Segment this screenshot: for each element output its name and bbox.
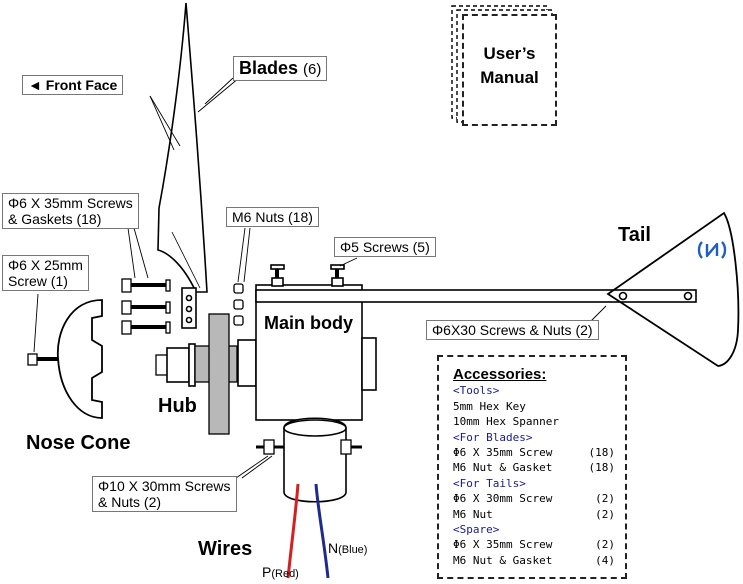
- wire-p: [286, 483, 300, 579]
- tail-label: Tail: [618, 224, 651, 246]
- m6-nuts: [233, 283, 244, 326]
- accessory-row: Φ6 X 35mm Screw (18): [453, 445, 615, 460]
- wires-label: Wires: [198, 538, 253, 560]
- item-name: M6 Nut: [453, 507, 493, 521]
- item-name: M6 Nut & Gasket: [453, 553, 553, 567]
- wire-n-label: N(Blue): [328, 540, 367, 556]
- manual-line1: User’s: [483, 44, 536, 63]
- screws-35mm-line1: Φ6 X 35mm Screws: [8, 195, 133, 211]
- accessory-row: M6 Nut & Gasket (4): [453, 553, 615, 568]
- tail-logo-icon: [697, 241, 727, 259]
- wire-n-color: (Blue): [338, 544, 368, 556]
- blade-root-plate: [181, 287, 197, 329]
- accessories-title: Accessories:: [453, 366, 547, 383]
- blades-header: <For Blades>: [453, 430, 533, 444]
- main-body: [255, 264, 377, 421]
- accessory-row: Φ6 X 30mm Screw (2): [453, 491, 615, 506]
- tail-boom: [255, 289, 697, 303]
- screw-25mm-line1: Φ6 X 25mm: [8, 257, 83, 273]
- tails-header: <For Tails>: [453, 476, 526, 490]
- blade: [157, 2, 208, 293]
- item-name: Φ6 X 35mm Screw: [453, 538, 553, 552]
- tool-item: 5mm Hex Key: [453, 399, 526, 413]
- screw-25mm-label: Φ6 X 25mm Screw (1): [2, 255, 89, 292]
- blades-count: (6): [303, 61, 322, 78]
- leader-lines: [33, 77, 607, 479]
- tools-header: <Tools>: [453, 384, 500, 398]
- screws-35mm: [121, 278, 171, 335]
- item-qty: (4): [595, 553, 615, 567]
- tail-fin: [606, 211, 740, 367]
- tail-screws-text: Φ6X30 Screws & Nuts (2): [432, 322, 593, 338]
- tail-screws-label: Φ6X30 Screws & Nuts (2): [426, 320, 599, 341]
- phi5-screws-text: Φ5 Screws (5): [340, 239, 430, 255]
- manual-line2: Manual: [480, 68, 539, 87]
- m6-nuts-text: M6 Nuts (18): [232, 209, 313, 225]
- nose-cone-label: Nose Cone: [26, 432, 131, 454]
- yaw-bearing: [256, 417, 362, 503]
- blades-text: Blades: [239, 58, 299, 78]
- screws-35mm-line2: & Gaskets (18): [8, 211, 102, 228]
- tool-item: 10mm Hex Spanner: [453, 415, 559, 429]
- phi5-screws-label: Φ5 Screws (5): [334, 237, 436, 258]
- accessory-row: Φ6 X 35mm Screw (2): [453, 537, 615, 552]
- accessories-box: Accessories: <Tools> 5mm Hex Key 10mm He…: [437, 355, 627, 579]
- m6-nuts-label: M6 Nuts (18): [226, 207, 319, 228]
- users-manual: User’s Manual: [462, 14, 557, 126]
- accessory-row: M6 Nut & Gasket (18): [453, 460, 615, 475]
- screws-10mm-label: Φ10 X 30mm Screws & Nuts (2): [92, 476, 237, 513]
- blades-label: Blades (6): [233, 56, 328, 81]
- screws-10mm-line2: & Nuts (2): [98, 494, 162, 511]
- item-name: Φ6 X 30mm Screw: [453, 492, 553, 506]
- item-name: Φ6 X 35mm Screw: [453, 446, 553, 460]
- screws-35mm-label: Φ6 X 35mm Screws & Gaskets (18): [2, 193, 139, 230]
- front-face-label: ◄ Front Face: [22, 75, 124, 96]
- wire-p-color: (Red): [271, 568, 299, 580]
- item-qty: (18): [588, 461, 616, 475]
- wire-p-text: P: [262, 564, 272, 580]
- hub-label: Hub: [158, 395, 197, 417]
- spare-header: <Spare>: [453, 523, 500, 537]
- screw-25mm-line2: Screw (1): [8, 273, 68, 290]
- wire-n-text: N: [328, 540, 339, 556]
- accessory-row: M6 Nut (2): [453, 507, 615, 522]
- item-name: M6 Nut & Gasket: [453, 461, 553, 475]
- main-body-label: Main body: [262, 313, 355, 334]
- item-qty: (2): [595, 538, 615, 552]
- front-face-text: ◄ Front Face: [28, 77, 118, 93]
- wire-p-label: P(Red): [262, 564, 299, 580]
- item-qty: (2): [595, 507, 615, 521]
- item-qty: (18): [588, 446, 616, 460]
- item-qty: (2): [595, 492, 615, 506]
- hub: [155, 313, 257, 435]
- screws-10mm-line1: Φ10 X 30mm Screws: [98, 478, 231, 494]
- nose-cone: [56, 299, 103, 419]
- wire-n: [314, 483, 330, 579]
